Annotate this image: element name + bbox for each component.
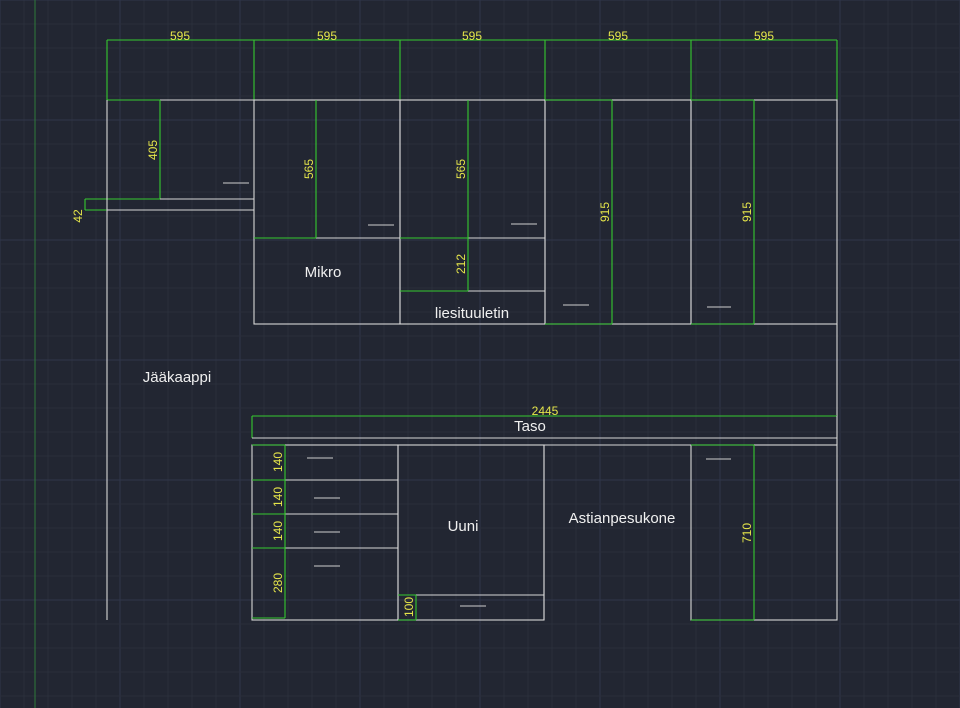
dim-140-b: 140 <box>271 487 285 507</box>
dim-915-a: 915 <box>598 202 612 222</box>
upper-cabinet-row: 405 42 565 Mikro 565 212 liesituuletin <box>71 99 838 325</box>
dim-2445: 2445 <box>532 404 559 418</box>
dim-280: 280 <box>271 573 285 593</box>
label-liesituuletin: liesituuletin <box>435 305 509 322</box>
dim-915-b: 915 <box>740 202 754 222</box>
upper-cabinet-tall-a[interactable]: 915 <box>544 99 692 325</box>
dim-405: 405 <box>146 140 160 160</box>
drawer-stack[interactable]: 140 140 140 280 <box>251 444 399 621</box>
upper-cabinet-tall-b[interactable]: 915 <box>690 99 838 325</box>
dishwasher-space[interactable]: Astianpesukone <box>543 445 676 620</box>
dim-top-width-1: 595 <box>170 29 190 43</box>
fridge-column[interactable]: Jääkaappi <box>106 100 838 620</box>
dim-140-a: 140 <box>271 452 285 472</box>
label-taso: Taso <box>514 418 546 435</box>
dim-212: 212 <box>454 254 468 274</box>
dim-140-c: 140 <box>271 521 285 541</box>
dim-top-width-5: 595 <box>754 29 774 43</box>
top-dimension-chain: 595 595 595 595 595 <box>106 29 838 100</box>
dim-710: 710 <box>740 523 754 543</box>
dim-top-width-4: 595 <box>608 29 628 43</box>
label-astianpesukone: Astianpesukone <box>569 510 676 527</box>
dim-565-micro: 565 <box>302 159 316 179</box>
dim-565-hood: 565 <box>454 159 468 179</box>
label-mikro: Mikro <box>305 264 342 281</box>
end-base-cabinet[interactable]: 710 <box>690 444 838 621</box>
label-uuni: Uuni <box>448 518 479 535</box>
dim-top-width-3: 595 <box>462 29 482 43</box>
dim-top-width-2: 595 <box>317 29 337 43</box>
upper-cabinet-fridge[interactable]: 405 42 <box>71 99 254 223</box>
dim-42: 42 <box>71 209 85 223</box>
label-jaakaappi: Jääkaappi <box>143 369 211 386</box>
dim-100: 100 <box>402 597 416 617</box>
lower-cabinet-row: 140 140 140 280 100 Uuni Astianpesukone <box>251 444 838 621</box>
